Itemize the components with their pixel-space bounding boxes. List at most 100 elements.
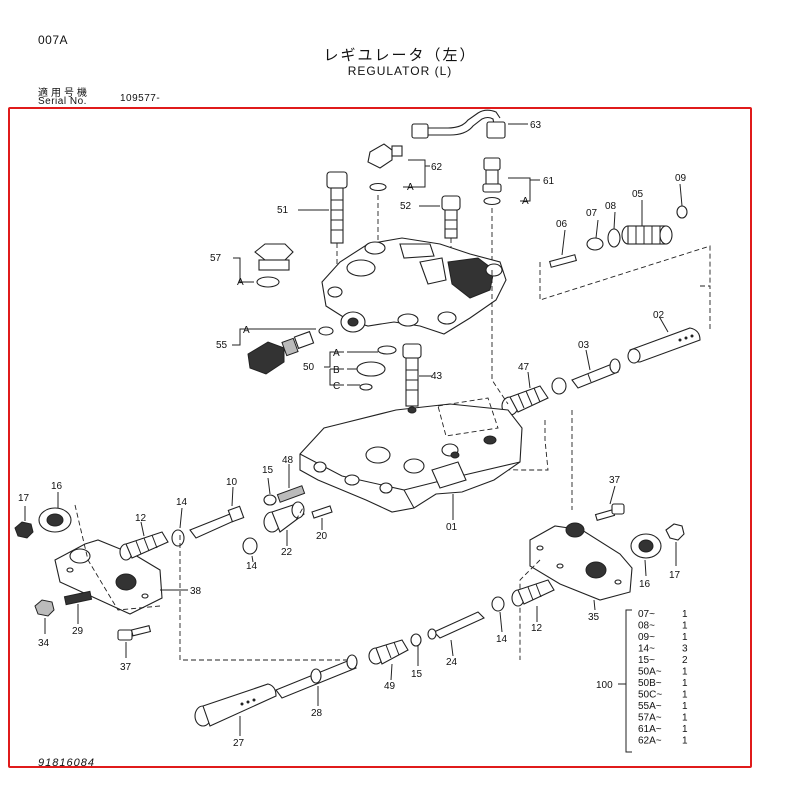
cap-16-left[interactable] (38, 507, 72, 533)
callout-27: 27 (233, 738, 245, 749)
callout-02: 02 (653, 310, 665, 321)
callout-63: 63 (530, 120, 542, 131)
spool-28[interactable] (275, 654, 358, 699)
kit-item-qty: 1 (682, 724, 688, 735)
upper-cover[interactable] (321, 237, 507, 335)
spool-03[interactable] (571, 358, 621, 389)
kit-item-part: 14~ (638, 644, 655, 655)
kit-item-qty: 3 (682, 644, 688, 655)
piston-10[interactable] (189, 505, 245, 539)
cover-35[interactable] (529, 522, 633, 601)
seal-50a[interactable] (377, 345, 397, 355)
callout-38: 38 (190, 586, 202, 597)
cap-16-right[interactable] (630, 533, 662, 559)
callout-08: 08 (605, 201, 617, 212)
spring-05[interactable] (621, 225, 673, 245)
callout-20: 20 (316, 531, 328, 542)
pipe-assembly[interactable] (411, 109, 528, 139)
callout-a-55: A (243, 325, 250, 336)
callout-29: 29 (72, 626, 84, 637)
ring-08[interactable] (607, 228, 621, 248)
kit-item-part: 57A~ (638, 713, 662, 724)
callout-a-50: A (333, 348, 340, 359)
spring-49[interactable] (368, 639, 409, 665)
callout-35: 35 (588, 612, 600, 623)
nut-17-left[interactable] (14, 521, 34, 539)
kit-item-part: 07~ (638, 609, 655, 620)
elbow-fitting[interactable] (367, 143, 403, 169)
callout-57: 57 (210, 253, 222, 264)
retainer-03[interactable] (551, 377, 567, 395)
straight-fitting[interactable] (482, 157, 502, 193)
highlight-frame (8, 107, 752, 768)
callout-37-right: 37 (609, 475, 621, 486)
kit-item-part: 61A~ (638, 724, 662, 735)
plug-48[interactable] (276, 485, 306, 503)
nut-34[interactable] (34, 599, 55, 617)
o-ring-a-57[interactable] (256, 276, 280, 288)
callout-14-upper: 14 (176, 497, 188, 508)
pressure-sensor-55[interactable] (247, 330, 315, 375)
bolt-52[interactable] (441, 195, 461, 239)
kit-item-part: 15~ (638, 655, 655, 666)
callout-06: 06 (556, 219, 568, 230)
kit-item-qty: 1 (682, 621, 688, 632)
bolt-43[interactable] (402, 343, 422, 407)
spring-12-right[interactable] (511, 579, 555, 607)
o-ring-a-61[interactable] (483, 196, 501, 206)
callout-01: 01 (446, 522, 458, 533)
o-ring-15-right[interactable] (410, 633, 422, 647)
callout-07: 07 (586, 208, 598, 219)
o-ring-15-left[interactable] (263, 494, 277, 506)
plug-57[interactable] (254, 243, 294, 271)
callout-15-left: 15 (262, 465, 274, 476)
o-ring-14-left[interactable] (171, 529, 185, 547)
washer-09[interactable] (676, 205, 688, 219)
kit-item-part: 50B~ (638, 678, 662, 689)
o-ring-14-right[interactable] (491, 596, 505, 612)
spool-20[interactable] (311, 505, 333, 519)
callout-05: 05 (632, 189, 644, 200)
callout-28: 28 (311, 708, 323, 719)
callout-b-50: B (333, 365, 340, 376)
callout-14-right: 14 (496, 634, 508, 645)
pin-06[interactable] (548, 254, 578, 268)
seal-50c[interactable] (359, 383, 373, 391)
bolt-37-right[interactable] (594, 503, 625, 522)
kit-item-qty: 1 (682, 609, 688, 620)
callout-12-right: 12 (531, 623, 543, 634)
kit-number: 100 (596, 680, 613, 691)
callout-a-61: A (522, 196, 529, 207)
callout-17-left: 17 (18, 493, 30, 504)
serial-number-value: 109577- (120, 93, 161, 104)
callout-37-left: 37 (120, 662, 132, 673)
sleeve-02[interactable] (627, 327, 701, 364)
nut-17-right[interactable] (665, 523, 685, 541)
kit-item-part: 50A~ (638, 667, 662, 678)
piston-24[interactable] (427, 611, 485, 640)
o-ring-a-62[interactable] (369, 182, 387, 192)
seal-50b[interactable] (356, 361, 386, 377)
shim-07[interactable] (586, 237, 604, 251)
bolt-51[interactable] (326, 171, 348, 244)
sleeve-22[interactable] (263, 501, 305, 533)
callout-15-right: 15 (411, 669, 423, 680)
cover-38[interactable] (54, 539, 163, 615)
callout-55: 55 (216, 340, 228, 351)
kit-item-qty: 1 (682, 632, 688, 643)
callout-16-left: 16 (51, 481, 63, 492)
regulator-body-01[interactable] (299, 397, 523, 513)
o-ring-14-lower[interactable] (242, 537, 258, 555)
spring-12-left[interactable] (119, 531, 169, 561)
callout-03: 03 (578, 340, 590, 351)
sleeve-27[interactable] (194, 683, 277, 727)
o-ring-a-55[interactable] (318, 326, 334, 336)
callout-43: 43 (431, 371, 443, 382)
bolt-37-left[interactable] (117, 625, 152, 641)
kit-item-qty: 1 (682, 678, 688, 689)
callout-50: 50 (303, 362, 315, 373)
callout-10: 10 (226, 477, 238, 488)
adjust-screw-29[interactable] (63, 590, 93, 606)
kit-item-qty: 1 (682, 736, 688, 747)
